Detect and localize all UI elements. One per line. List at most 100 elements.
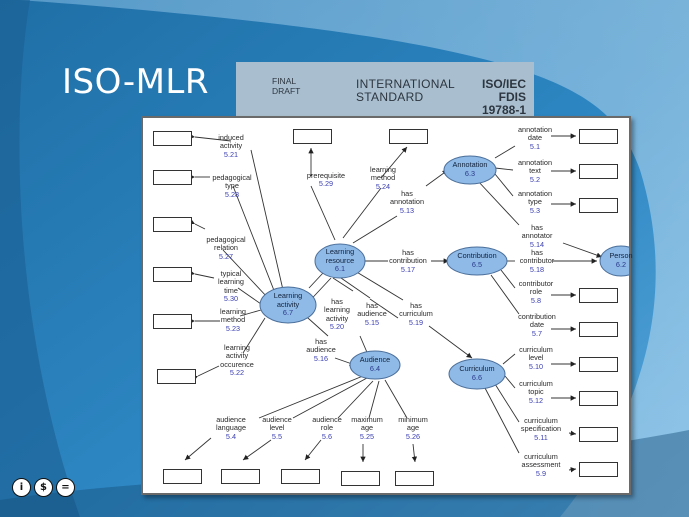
- value-box-typical-learning-time: [153, 267, 192, 282]
- value-box-induced-activity: [153, 131, 192, 146]
- value-box-audience-role: [281, 469, 320, 484]
- label-audience-language: audience language 5.4: [213, 415, 249, 441]
- doc-id-line2: FDIS: [498, 90, 526, 104]
- label-curriculum-assessment: curriculum assessment 5.9: [515, 452, 567, 478]
- diagram-connectors: [184, 133, 629, 473]
- label-curriculum-topic-l2: topic: [528, 387, 544, 397]
- label-lr-learning-method-l1: learning: [370, 165, 396, 174]
- label-has-annotator-num: 5.14: [529, 239, 545, 249]
- value-box-audience-level: [221, 469, 260, 484]
- label-curriculum-topic-num: 5.12: [528, 395, 544, 405]
- label-curriculum-specification-l1: curriculum: [524, 416, 558, 425]
- label-pedagogical-type-l1: pedagogical: [212, 173, 252, 182]
- slide-title: ISO-MLR: [62, 62, 209, 102]
- label-lr-learning-method: learning method 5.24: [365, 165, 401, 191]
- label-annotation-text-num: 5.2: [529, 174, 541, 184]
- label-la-learning-method-l1: learning: [220, 307, 246, 316]
- label-curriculum-topic-l1: curriculum: [519, 379, 553, 388]
- value-box-learning-activity-occurence: [157, 369, 196, 384]
- label-has-annotator-l1: has: [531, 223, 543, 232]
- label-learning-activity-occurence-l2: activity: [225, 351, 249, 361]
- label-contributor-role: contributor role 5.8: [515, 279, 557, 305]
- noncommercial-icon: $: [34, 478, 53, 497]
- label-has-audience-lr-l2: audience: [357, 309, 387, 319]
- doc-status-line1: FINAL: [272, 76, 297, 86]
- label-contribution-date-num: 5.7: [531, 328, 543, 338]
- label-curriculum-level-l2: level: [528, 353, 544, 363]
- label-contributor-role-l1: contributor: [518, 279, 554, 288]
- label-annotation-date-num: 5.1: [529, 141, 541, 151]
- value-box-annotation-type: [579, 198, 618, 213]
- label-la-learning-method-l2: method: [220, 315, 246, 325]
- label-has-learning-activity-l3: activity: [325, 313, 349, 323]
- label-has-annotation-l2: annotation: [389, 197, 425, 207]
- node-contribution-num: 6.5: [471, 260, 483, 269]
- label-has-audience-la-num: 5.16: [313, 353, 329, 363]
- label-curriculum-level-num: 5.10: [528, 361, 544, 371]
- label-learning-activity-occurence: learning activity occurence 5.22: [217, 343, 257, 378]
- label-maximum-age-l2: age: [360, 423, 374, 433]
- node-curriculum-name: Curriculum: [459, 364, 495, 374]
- label-has-curriculum-num: 5.19: [408, 317, 424, 327]
- label-has-audience-lr-num: 5.15: [364, 317, 380, 327]
- node-audience: Audience 6.4: [350, 353, 400, 377]
- label-lr-learning-method-num: 5.24: [375, 181, 391, 191]
- node-learning-resource-num: 6.1: [334, 264, 346, 274]
- label-pedagogical-type-num: 5.28: [224, 189, 240, 199]
- node-annotation-num: 6.3: [464, 169, 476, 178]
- license-badge: i $ =: [12, 478, 75, 497]
- value-box-contribution-date: [579, 322, 618, 337]
- node-person: Person 6.2: [600, 249, 642, 273]
- doc-id-line1: ISO/IEC: [481, 77, 526, 91]
- label-has-annotator: has annotator 5.14: [519, 223, 555, 249]
- doc-kind-line2: STANDARD: [356, 90, 424, 104]
- label-induced-activity: induced activity 5.21: [211, 133, 251, 159]
- label-curriculum-assessment-l2: assessment: [521, 460, 561, 470]
- label-audience-level-num: 5.5: [271, 431, 283, 441]
- label-maximum-age-l1: maximum: [351, 415, 383, 424]
- value-box-pedagogical-relation: [153, 217, 192, 232]
- label-learning-activity-occurence-l1: learning: [224, 343, 250, 352]
- label-maximum-age: maximum age 5.25: [349, 415, 385, 441]
- value-box-curriculum-topic: [579, 391, 618, 406]
- label-has-contribution: has contribution 5.17: [385, 248, 431, 274]
- label-has-annotation-num: 5.13: [399, 205, 415, 215]
- label-typical-learning-time-l3: time: [224, 285, 238, 295]
- label-annotation-date-l1: annotation: [517, 125, 553, 134]
- label-curriculum-specification: curriculum specification 5.11: [513, 416, 569, 442]
- label-has-contribution-l2: contribution: [389, 256, 427, 266]
- label-audience-role-l2: role: [320, 423, 334, 433]
- label-has-contributor-l2: contributor: [519, 256, 555, 266]
- value-box-prerequisite: [293, 129, 332, 144]
- label-has-audience-la: has audience 5.16: [303, 337, 339, 363]
- label-prerequisite: prerequisite 5.29: [303, 171, 349, 189]
- label-annotation-text-l2: text: [529, 166, 541, 176]
- label-has-audience-lr: has audience 5.15: [355, 301, 389, 327]
- label-prerequisite-num: 5.29: [318, 179, 334, 189]
- doc-kind-line1: INTERNATIONAL: [356, 77, 456, 91]
- label-curriculum-level: curriculum level 5.10: [515, 345, 557, 371]
- label-contributor-role-l2: role: [529, 287, 543, 297]
- value-box-annotation-text: [579, 164, 618, 179]
- node-curriculum: Curriculum 6.6: [449, 362, 505, 386]
- value-box-maximum-age: [341, 471, 380, 486]
- value-box-la-learning-method: [153, 314, 192, 329]
- value-box-contributor-role: [579, 288, 618, 303]
- label-typical-learning-time-num: 5.30: [223, 294, 239, 304]
- label-audience-language-num: 5.4: [225, 431, 237, 441]
- label-minimum-age-l1: minimum: [398, 415, 428, 424]
- mlr-diagram: Learning resource 6.1 Learning activity …: [141, 116, 633, 495]
- label-has-contribution-num: 5.17: [400, 264, 416, 274]
- label-has-audience-lr-l1: has: [366, 301, 378, 310]
- doc-status-line2: DRAFT: [272, 86, 301, 96]
- label-has-audience-la-l2: audience: [306, 345, 336, 355]
- label-has-contributor-num: 5.18: [529, 264, 545, 274]
- label-curriculum-specification-l2: specification: [520, 424, 562, 434]
- label-has-learning-activity-l2: learning: [324, 305, 350, 315]
- value-box-curriculum-specification: [579, 427, 618, 442]
- label-curriculum-topic: curriculum topic 5.12: [515, 379, 557, 405]
- label-maximum-age-num: 5.25: [359, 431, 375, 441]
- label-audience-language-l1: audience: [216, 415, 246, 424]
- value-box-minimum-age: [395, 471, 434, 486]
- label-minimum-age-l2: age: [406, 423, 420, 433]
